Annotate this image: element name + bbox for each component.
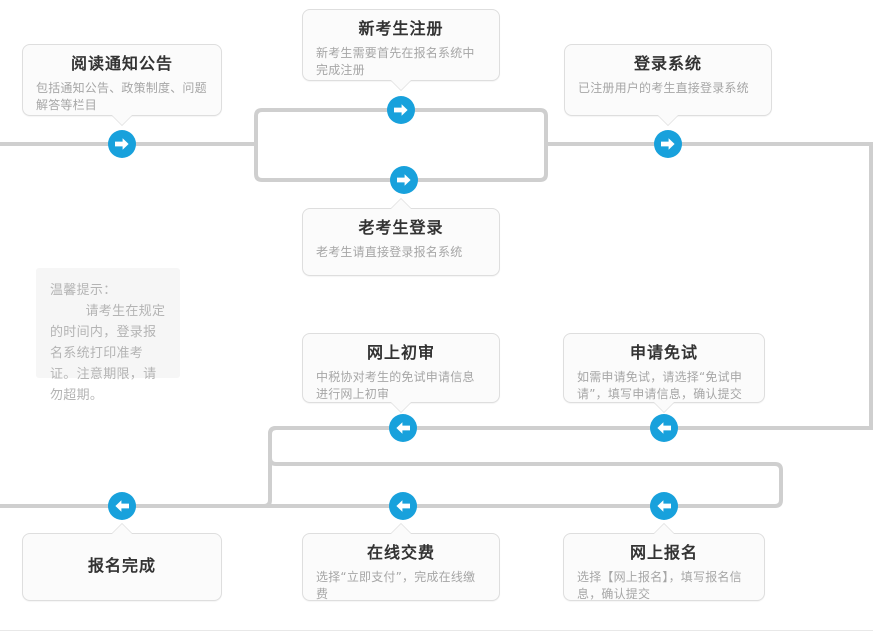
- node-login-system[interactable]: 登录系统 已注册用户的考生直接登录系统: [564, 44, 772, 126]
- arrow-new-register-out: [387, 96, 415, 124]
- node-old-login[interactable]: 老考生登录 老考生请直接登录报名系统: [302, 198, 500, 276]
- node-description: 如需申请免试，请选择“免试申请”，填写申请信息，确认提交: [577, 370, 743, 401]
- node-description: 选择“立即支付”，完成在线缴费: [316, 570, 476, 601]
- node-read-notice[interactable]: 阅读通知公告 包括通知公告、政策制度、问题解答等栏目: [22, 44, 222, 126]
- node-description: 选择【网上报名】，填写报名信息，确认提交: [577, 570, 742, 601]
- arrow-right-icon: [115, 138, 129, 150]
- node-title: 老考生登录: [358, 218, 444, 237]
- note-tip-text: 温馨提示： 请考生在规定的时间内，登录报名系统打印准考证。注意期限，请勿超期。: [50, 283, 166, 403]
- note-tip: 温馨提示： 请考生在规定的时间内，登录报名系统打印准考证。注意期限，请勿超期。: [36, 268, 180, 403]
- callout-tail-down: [390, 402, 412, 413]
- arrow-signup-complete-in: [108, 492, 136, 520]
- wire-branch-right: [539, 108, 548, 182]
- arrow-online-signup-in: [650, 492, 678, 520]
- wire-lower-left-connector: [268, 426, 277, 466]
- node-title: 在线交费: [366, 543, 435, 562]
- node-online-review[interactable]: 网上初审 中税协对考生的免试申请信息进行网上初审: [302, 333, 500, 413]
- node-description: 包括通知公告、政策制度、问题解答等栏目: [36, 81, 207, 112]
- arrow-left-icon: [657, 422, 671, 434]
- arrow-online-payment-in: [389, 492, 417, 520]
- arrow-login-system-out: [654, 130, 682, 158]
- arrow-left-icon: [396, 422, 410, 434]
- node-description: 老考生请直接登录报名系统: [316, 245, 463, 259]
- node-online-payment[interactable]: 在线交费 选择“立即支付”，完成在线缴费: [302, 523, 500, 601]
- callout-tail-down: [390, 80, 412, 91]
- node-description: 已注册用户的考生直接登录系统: [578, 81, 749, 95]
- callout-tail-down: [111, 115, 133, 126]
- arrow-apply-exemption-in: [650, 414, 678, 442]
- node-new-register[interactable]: 新考生注册 新考生需要首先在报名系统中完成注册: [302, 9, 500, 91]
- arrow-right-icon: [394, 104, 408, 116]
- arrow-old-login-out: [390, 166, 418, 194]
- node-online-signup[interactable]: 网上报名 选择【网上报名】，填写报名信息，确认提交: [563, 523, 765, 601]
- node-title: 阅读通知公告: [70, 54, 173, 73]
- node-description: 新考生需要首先在报名系统中完成注册: [316, 46, 475, 77]
- arrow-right-icon: [661, 138, 675, 150]
- callout-tail-up: [390, 198, 412, 209]
- arrow-online-review-in: [389, 414, 417, 442]
- node-title: 网上初审: [366, 343, 435, 362]
- node-title: 新考生注册: [358, 19, 444, 38]
- node-signup-complete[interactable]: 报名完成: [22, 523, 222, 601]
- arrow-left-icon: [396, 500, 410, 512]
- arrow-left-icon: [657, 500, 671, 512]
- node-apply-exemption[interactable]: 申请免试 如需申请免试，请选择“免试申请”，填写申请信息，确认提交: [563, 333, 765, 413]
- wire-lower-left-turn: [263, 426, 277, 508]
- arrow-right-icon: [397, 174, 411, 186]
- node-description: 中税协对考生的免试申请信息进行网上初审: [316, 370, 475, 401]
- node-title: 登录系统: [633, 54, 702, 73]
- node-title: 申请免试: [629, 343, 698, 362]
- callout-tail-down: [653, 402, 675, 413]
- wire-branch-left: [254, 108, 263, 182]
- arrow-left-icon: [115, 500, 129, 512]
- arrow-read-notice-out: [108, 130, 136, 158]
- node-title: 网上报名: [629, 543, 698, 562]
- callout-tail-down: [657, 115, 679, 126]
- callout-tail-up: [390, 523, 412, 534]
- node-title: 报名完成: [87, 556, 156, 575]
- footer-divider: [0, 630, 873, 631]
- callout-tail-up: [111, 523, 133, 534]
- callout-tail-up: [653, 523, 675, 534]
